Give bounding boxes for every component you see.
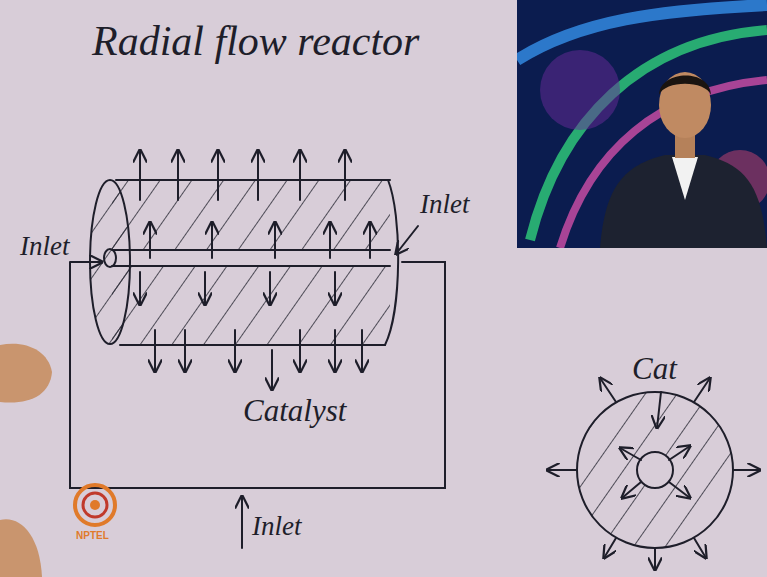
cylinder-end <box>385 180 398 345</box>
hand <box>0 344 52 403</box>
logo-text: NPTEL <box>76 530 109 541</box>
annotation-label: Inlet <box>420 190 469 220</box>
annotation-label: Cat <box>632 352 677 386</box>
diagram-title: Radial flow reactor <box>92 18 419 64</box>
hand <box>0 519 42 577</box>
catalyst-bed <box>112 180 390 250</box>
annotation-label: Inlet <box>20 232 69 262</box>
nptel-logo <box>75 485 115 525</box>
video-inset <box>517 0 767 248</box>
annotation-label: Catalyst <box>243 394 346 428</box>
annotation-label: Inlet <box>252 512 301 542</box>
reactor-drawing <box>70 150 760 570</box>
cross-section <box>547 378 760 570</box>
catalyst-bed <box>112 266 390 345</box>
